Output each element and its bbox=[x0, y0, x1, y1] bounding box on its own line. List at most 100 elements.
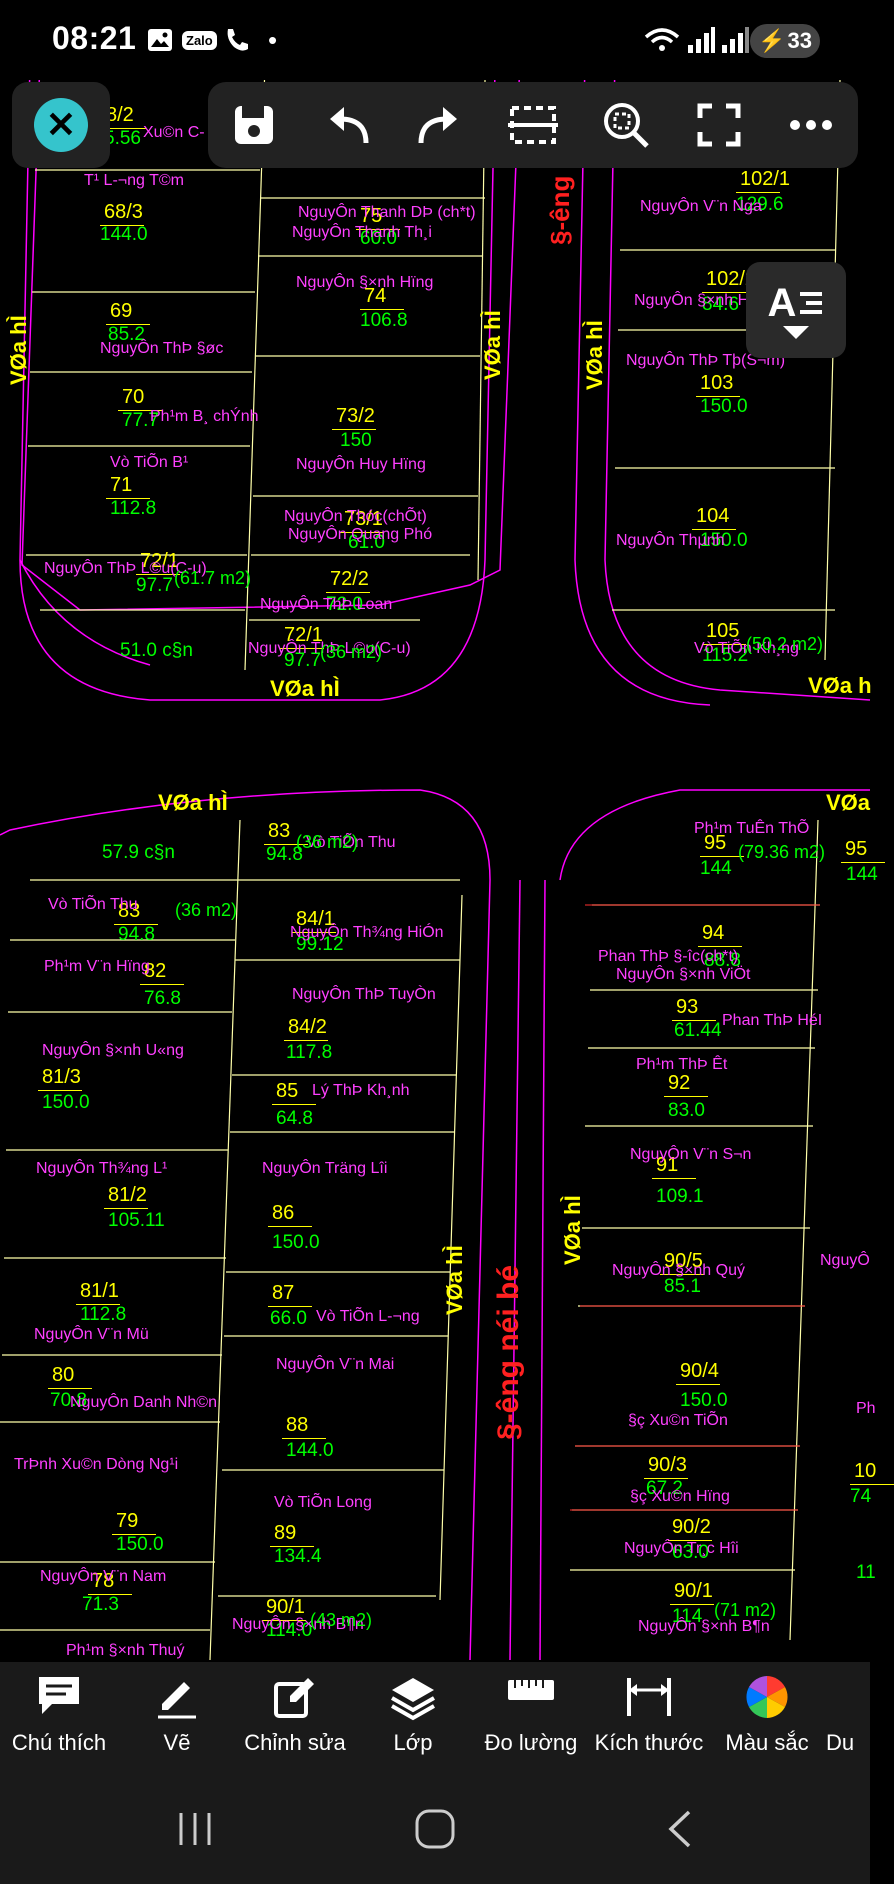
tool-more-tools[interactable]: Du bbox=[826, 1662, 870, 1774]
lot-number: 104 bbox=[696, 505, 730, 527]
lot-area: 76.8 bbox=[144, 988, 181, 1009]
ruler-icon bbox=[505, 1674, 557, 1722]
fullscreen-button[interactable] bbox=[684, 90, 754, 160]
wifi-icon bbox=[642, 22, 682, 58]
lot-area: 112.8 bbox=[80, 1304, 127, 1325]
lot-owner-name: NguyÔn §×nh H bbox=[634, 292, 750, 309]
lot-number-underline bbox=[736, 192, 780, 193]
lot-extra-area: (36 m2) bbox=[175, 900, 238, 920]
lot-number: 88 bbox=[286, 1414, 309, 1436]
lot-owner-name: Vò TiÕn L-¬ng bbox=[316, 1308, 420, 1325]
lot-number: 90/4 bbox=[680, 1360, 719, 1382]
lot-number: 80 bbox=[52, 1364, 75, 1386]
lot-area: 5.56 bbox=[104, 128, 141, 149]
lot-owner-name: Phan ThÞ §-îc(ch*t) bbox=[598, 948, 739, 965]
tool-label: Du bbox=[826, 1730, 855, 1755]
close-button[interactable]: ✕ bbox=[12, 82, 110, 168]
back-button[interactable] bbox=[660, 1804, 700, 1854]
lot-owner-name: NguyÔn §×nh B¶n bbox=[638, 1618, 770, 1635]
text-style-button[interactable]: A bbox=[746, 262, 846, 358]
call-icon bbox=[222, 22, 252, 58]
charging-icon: ⚡ bbox=[758, 28, 786, 53]
lot-area: 66.0 bbox=[270, 1308, 307, 1329]
tool-dimension[interactable]: Kích thước bbox=[590, 1662, 708, 1774]
lot-extra-area: (50.2 m2) bbox=[746, 634, 824, 654]
lot-owner-name: Lý ThÞ Kh¸nh bbox=[312, 1082, 410, 1099]
tool-label: Vẽ bbox=[163, 1730, 191, 1755]
redo-button[interactable] bbox=[405, 90, 475, 160]
lot-area: 84.6 bbox=[702, 294, 739, 315]
street-name-label: §-êng néi bé bbox=[492, 1264, 525, 1440]
lot-owner-name: NguyÔn ThÞ L©u(C-u) bbox=[44, 560, 207, 577]
tool-ruler[interactable]: Đo lường bbox=[472, 1662, 590, 1774]
lot-number-underline bbox=[280, 648, 324, 649]
lot-area: 150 bbox=[340, 430, 372, 451]
zoom-fit-button[interactable] bbox=[591, 90, 661, 160]
home-button[interactable] bbox=[410, 1804, 460, 1854]
lot-extra-area: (43 m2) bbox=[310, 1610, 373, 1630]
system-navigation-bar bbox=[0, 1774, 870, 1884]
lot-area: 106.8 bbox=[360, 310, 408, 331]
tool-comment[interactable]: Chú thích bbox=[0, 1662, 118, 1774]
status-bar: 08:21 Zalo • ⚡33 bbox=[0, 0, 870, 80]
lot-owner-name: Phan ThÞ HéI bbox=[722, 1012, 823, 1029]
lot-number: 10 bbox=[854, 1460, 877, 1482]
lot-number: 105 bbox=[706, 620, 740, 642]
lot-owner-name: NguyÔn Th¾ng HiÓn bbox=[290, 924, 444, 941]
road-label: VØa hÌ bbox=[560, 1195, 585, 1265]
lot-number-underline bbox=[664, 1096, 708, 1097]
edit-icon bbox=[272, 1674, 318, 1722]
lot-owner-name: NguyÔn Thanh Th¸i bbox=[292, 224, 432, 241]
save-button[interactable] bbox=[219, 90, 289, 160]
lot-area: 61.0 bbox=[348, 532, 385, 553]
lot-area: 150.0 bbox=[680, 1390, 728, 1411]
lot-number: 94 bbox=[702, 922, 725, 944]
undo-button[interactable] bbox=[312, 90, 382, 160]
recent-apps-button[interactable] bbox=[170, 1804, 220, 1854]
lot-extra-area: (61.7 m2) bbox=[174, 568, 252, 588]
gallery-icon bbox=[146, 22, 174, 58]
tool-label: Chú thích bbox=[11, 1730, 107, 1755]
lot-owner-name: NguyÔn Träng Lîi bbox=[262, 1160, 388, 1177]
lot-number-underline bbox=[660, 1274, 704, 1275]
close-icon: ✕ bbox=[34, 98, 88, 152]
lot-number-underline bbox=[670, 1604, 714, 1605]
lot-area: 99.12 bbox=[296, 934, 344, 955]
undo-icon bbox=[330, 107, 369, 144]
lot-number: 74 bbox=[364, 285, 387, 307]
lot-area: 74 bbox=[850, 1486, 872, 1507]
lot-owner-name: NguyÔn §×nh Hïng bbox=[296, 274, 434, 291]
tool-color-wheel[interactable]: Màu sắc bbox=[708, 1662, 826, 1774]
lot-area: 150.0 bbox=[272, 1232, 320, 1253]
road-label: VØa hÌ bbox=[6, 315, 31, 385]
lot-number: 81/1 bbox=[80, 1280, 119, 1302]
more-icon bbox=[790, 120, 833, 130]
lot-number-underline bbox=[88, 1594, 132, 1595]
tool-layers[interactable]: Lớp bbox=[354, 1662, 472, 1774]
lot-number: 71 bbox=[110, 474, 133, 496]
lot-number-underline bbox=[38, 1090, 82, 1091]
select-region-button[interactable] bbox=[498, 90, 568, 160]
lot-owner-name: TrÞnh Xu©n Dòng Ng¹i bbox=[14, 1456, 179, 1473]
lot-number-underline bbox=[360, 309, 404, 310]
tool-edit[interactable]: Chỉnh sửa bbox=[236, 1662, 354, 1774]
dimension-icon bbox=[623, 1674, 675, 1722]
lot-number: 90/1 bbox=[674, 1580, 713, 1602]
lot-owner-name: NguyÔn §×nh ViÖt bbox=[616, 966, 751, 983]
lot-number-underline bbox=[702, 292, 746, 293]
lot-owner-name: Ph¹m §×nh Thuý bbox=[66, 1642, 185, 1659]
lot-owner-name: Vò TiÕn Long bbox=[274, 1494, 372, 1511]
lot-number-underline bbox=[841, 862, 885, 863]
cad-drawing-canvas[interactable] bbox=[0, 59, 871, 1661]
lot-owner-name: NguyÔn ThÞ Loan bbox=[260, 596, 393, 613]
lot-owner-name: NguyÔn V¨n Nga bbox=[640, 198, 762, 215]
lot-number: 93 bbox=[676, 996, 699, 1018]
lot-number-underline bbox=[698, 946, 742, 947]
lot-area: 64.8 bbox=[276, 1108, 313, 1129]
lot-owner-name: NguyÔn Quang Phó bbox=[288, 526, 433, 543]
more-button[interactable] bbox=[776, 90, 846, 160]
tool-pencil[interactable]: Vẽ bbox=[118, 1662, 236, 1774]
lot-owner-name: Vò TiÕn B¹ bbox=[110, 454, 189, 471]
lot-owner-name: NguyÔn V¨n Mü bbox=[34, 1326, 149, 1343]
